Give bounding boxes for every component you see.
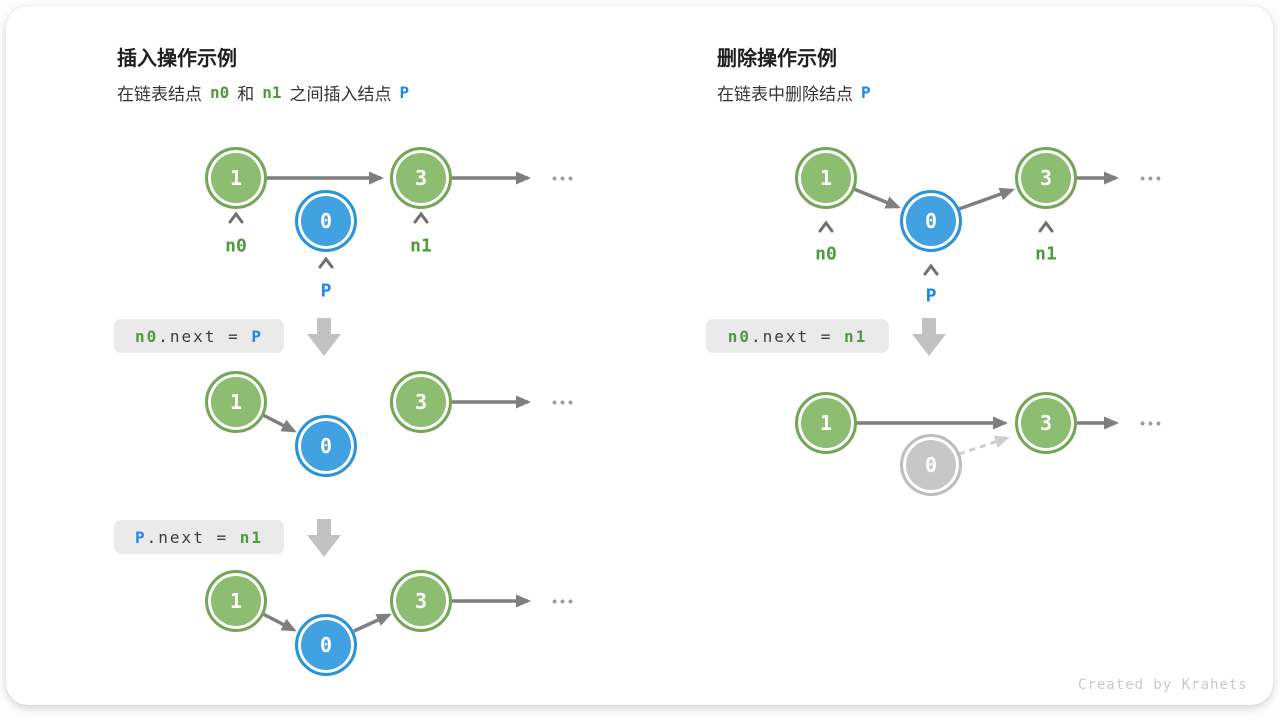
insert-title: 插入操作示例: [117, 48, 237, 70]
node-n1: 3: [390, 570, 452, 632]
arrow-p-to-n1: [958, 187, 1015, 211]
code-lhs: n0: [135, 326, 159, 346]
node-n0: 1: [205, 570, 267, 632]
arrow-n0-to-p: [853, 187, 901, 209]
node-n1: 3: [390, 371, 452, 433]
token-n1: n1: [262, 83, 282, 102]
insert-subtitle-prefix: 在链表结点: [117, 85, 202, 104]
caret-up-icon: [413, 211, 429, 224]
insert-subtitle: 在链表结点 n0 和 n1 之间插入结点 P: [117, 80, 409, 105]
delete-subtitle-prefix: 在链表中删除结点: [717, 85, 853, 104]
insert-subtitle-suffix: 之间插入结点: [289, 85, 392, 104]
node-n1: 3: [390, 147, 452, 209]
ellipsis: •••: [552, 170, 576, 186]
ellipsis: •••: [1140, 415, 1164, 431]
node-p: 0: [295, 190, 357, 252]
arrow-p-to-n1: [353, 613, 392, 633]
delete-title: 删除操作示例: [717, 48, 837, 70]
code-rhs: n1: [239, 527, 263, 547]
down-block-arrow-icon: [307, 519, 341, 557]
node-n0: 1: [795, 392, 857, 454]
pointer-label-n1: n1: [410, 235, 432, 257]
watermark-credit: Created by Krahets: [1078, 677, 1248, 693]
token-n0: n0: [210, 83, 230, 102]
token-p: P: [861, 83, 871, 102]
down-block-arrow-icon: [912, 318, 946, 356]
code-n0-next-p: n0 .next = P: [114, 319, 284, 353]
ellipsis: •••: [552, 394, 576, 410]
caret-up-icon: [1038, 220, 1054, 233]
code-op: .next =: [146, 527, 240, 547]
code-lhs: n0: [727, 326, 751, 346]
pointer-label-p: P: [320, 280, 332, 302]
token-p: P: [399, 83, 410, 102]
code-lhs: P: [135, 527, 147, 547]
node-n0: 1: [205, 371, 267, 433]
insert-subtitle-middle: 和: [237, 85, 255, 104]
down-block-arrow-icon: [307, 318, 341, 356]
delete-subtitle: 在链表中删除结点 P: [717, 80, 871, 105]
arrow-removed-to-n1-dashed: [958, 435, 1010, 456]
node-n0: 1: [795, 147, 857, 209]
code-op: .next =: [158, 326, 252, 346]
arrow-n0-to-p: [262, 612, 297, 632]
caret-up-icon: [318, 256, 334, 269]
node-p-removed: 0: [900, 434, 962, 496]
code-rhs: P: [251, 326, 263, 346]
pointer-label-p: P: [925, 285, 937, 307]
code-rhs: n1: [844, 326, 868, 346]
code-op: .next =: [750, 326, 845, 346]
arrow-n0-to-p: [262, 413, 297, 433]
caret-up-icon: [923, 263, 939, 276]
pointer-label-n0: n0: [815, 243, 837, 265]
pointer-label-n0: n0: [225, 235, 247, 257]
node-p: 0: [295, 415, 357, 477]
node-n0: 1: [205, 147, 267, 209]
node-n1: 3: [1015, 392, 1077, 454]
ellipsis: •••: [1140, 170, 1164, 186]
node-p: 0: [295, 614, 357, 676]
code-p-next-n1: P .next = n1: [114, 520, 284, 554]
ellipsis: •••: [552, 593, 576, 609]
caret-up-icon: [228, 211, 244, 224]
pointer-label-n1: n1: [1035, 243, 1057, 265]
code-n0-next-n1: n0 .next = n1: [706, 319, 889, 353]
node-n1: 3: [1015, 147, 1077, 209]
caret-up-icon: [818, 220, 834, 233]
node-p: 0: [900, 190, 962, 252]
